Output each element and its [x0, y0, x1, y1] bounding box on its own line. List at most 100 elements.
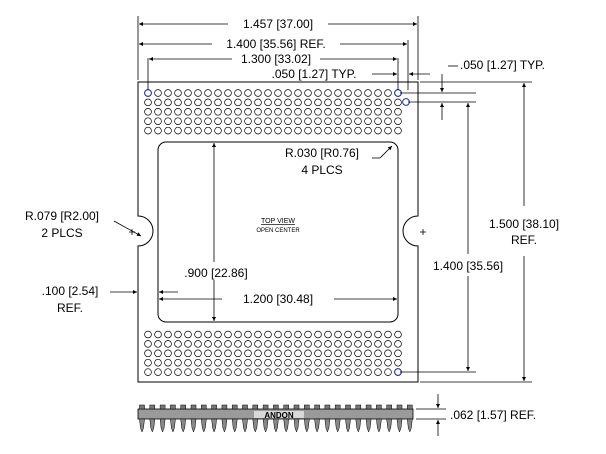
pin-hole — [234, 98, 242, 107]
pin-hole — [364, 89, 372, 97]
pin-hole — [334, 358, 342, 367]
side-view-pins-top — [139, 404, 413, 410]
pin-hole — [154, 108, 162, 116]
pin-hole — [204, 98, 212, 107]
pin-hole — [394, 349, 402, 358]
pin-hole — [154, 330, 162, 339]
side-pin-head — [159, 404, 166, 410]
pin-hole — [334, 108, 342, 116]
side-pin-head — [314, 404, 320, 410]
pin-hole — [194, 117, 202, 125]
pin-hole — [224, 330, 232, 339]
pin-hole — [154, 89, 162, 97]
pin-hole — [224, 98, 232, 107]
pin-hole — [154, 340, 162, 348]
pin-hole — [234, 117, 242, 125]
pin-hole — [284, 368, 292, 376]
pin-hole — [174, 330, 182, 339]
pin-hole — [374, 98, 382, 107]
side-pin-lead — [211, 418, 217, 433]
pin-hole — [204, 358, 212, 367]
pin-hole — [304, 117, 312, 125]
pin-hole — [274, 368, 282, 376]
pin-hole — [284, 349, 292, 358]
side-pin-lead — [293, 418, 300, 433]
pin-hole — [234, 368, 242, 376]
side-pin-lead — [242, 418, 248, 433]
pin-hole — [314, 89, 322, 97]
pin-hole — [174, 98, 182, 107]
pin-hole — [224, 349, 232, 358]
side-pin-head — [221, 404, 228, 410]
pin-hole — [364, 98, 372, 107]
pin-hole — [204, 340, 212, 348]
dim-corner-radius: R.030 [R0.76] — [285, 146, 359, 160]
pin-hole — [314, 349, 322, 358]
package-outline — [137, 81, 419, 383]
pin-hole — [374, 108, 382, 116]
pin-hole — [184, 340, 192, 348]
pin-hole — [214, 89, 222, 97]
pin-hole — [254, 126, 262, 135]
side-pin-lead — [139, 418, 145, 433]
pin-hole — [214, 126, 222, 135]
side-pin-lead — [273, 418, 279, 433]
pin-hole — [294, 330, 302, 339]
pin-hole — [234, 349, 242, 358]
pin-hole — [364, 330, 372, 339]
pin-hole — [324, 368, 332, 376]
pin-hole — [234, 89, 242, 97]
side-pin-lead — [314, 418, 320, 433]
pin-hole — [384, 126, 392, 135]
pin-hole — [364, 126, 372, 135]
pin-hole — [304, 89, 312, 97]
pin-hole — [204, 349, 212, 358]
brand-label: ANDON — [264, 411, 294, 420]
side-pin-lead — [304, 418, 310, 433]
side-pin-lead — [190, 418, 197, 433]
side-pin-head — [201, 404, 207, 410]
dim-notch-radius: R.079 [R2.00] — [25, 209, 99, 223]
side-pin-lead — [262, 418, 269, 433]
pin-hole — [384, 349, 392, 358]
pin-hole — [354, 126, 362, 135]
pin-hole — [174, 126, 182, 135]
side-pin-lead — [159, 418, 166, 433]
pin-hole — [274, 340, 282, 348]
pin-hole — [284, 89, 292, 97]
pin-hole — [164, 340, 172, 348]
pin-hole — [194, 126, 202, 135]
pin-hole — [204, 117, 212, 125]
pin-hole — [384, 108, 392, 116]
pin-hole — [304, 108, 312, 116]
pin-hole — [344, 358, 352, 367]
pin-hole — [334, 330, 342, 339]
side-pin-head — [304, 404, 310, 410]
pin-hole — [184, 358, 192, 367]
pin-hole — [284, 108, 292, 116]
pin-hole — [314, 368, 322, 376]
side-pin-lead — [365, 418, 372, 433]
pin-hole — [394, 330, 402, 339]
side-pin-head — [180, 404, 186, 410]
pin-hole — [394, 126, 402, 135]
pin-hole — [394, 358, 402, 367]
pin-hole — [384, 358, 392, 367]
pin-hole — [344, 108, 352, 116]
side-pin-head — [283, 404, 289, 410]
pin-hole — [234, 330, 242, 339]
pin-hole — [244, 98, 252, 107]
pin-hole — [294, 126, 302, 135]
pin-hole — [214, 349, 222, 358]
pin-hole — [344, 349, 352, 358]
pin-hole — [144, 98, 152, 107]
side-pin-head — [242, 404, 248, 410]
pin-hole — [364, 108, 372, 116]
side-pin-head — [211, 404, 217, 410]
pin-hole — [344, 368, 352, 376]
pin-hole — [244, 349, 252, 358]
pin-hole — [284, 340, 292, 348]
pin-hole — [294, 89, 302, 97]
pin-hole — [144, 349, 152, 358]
